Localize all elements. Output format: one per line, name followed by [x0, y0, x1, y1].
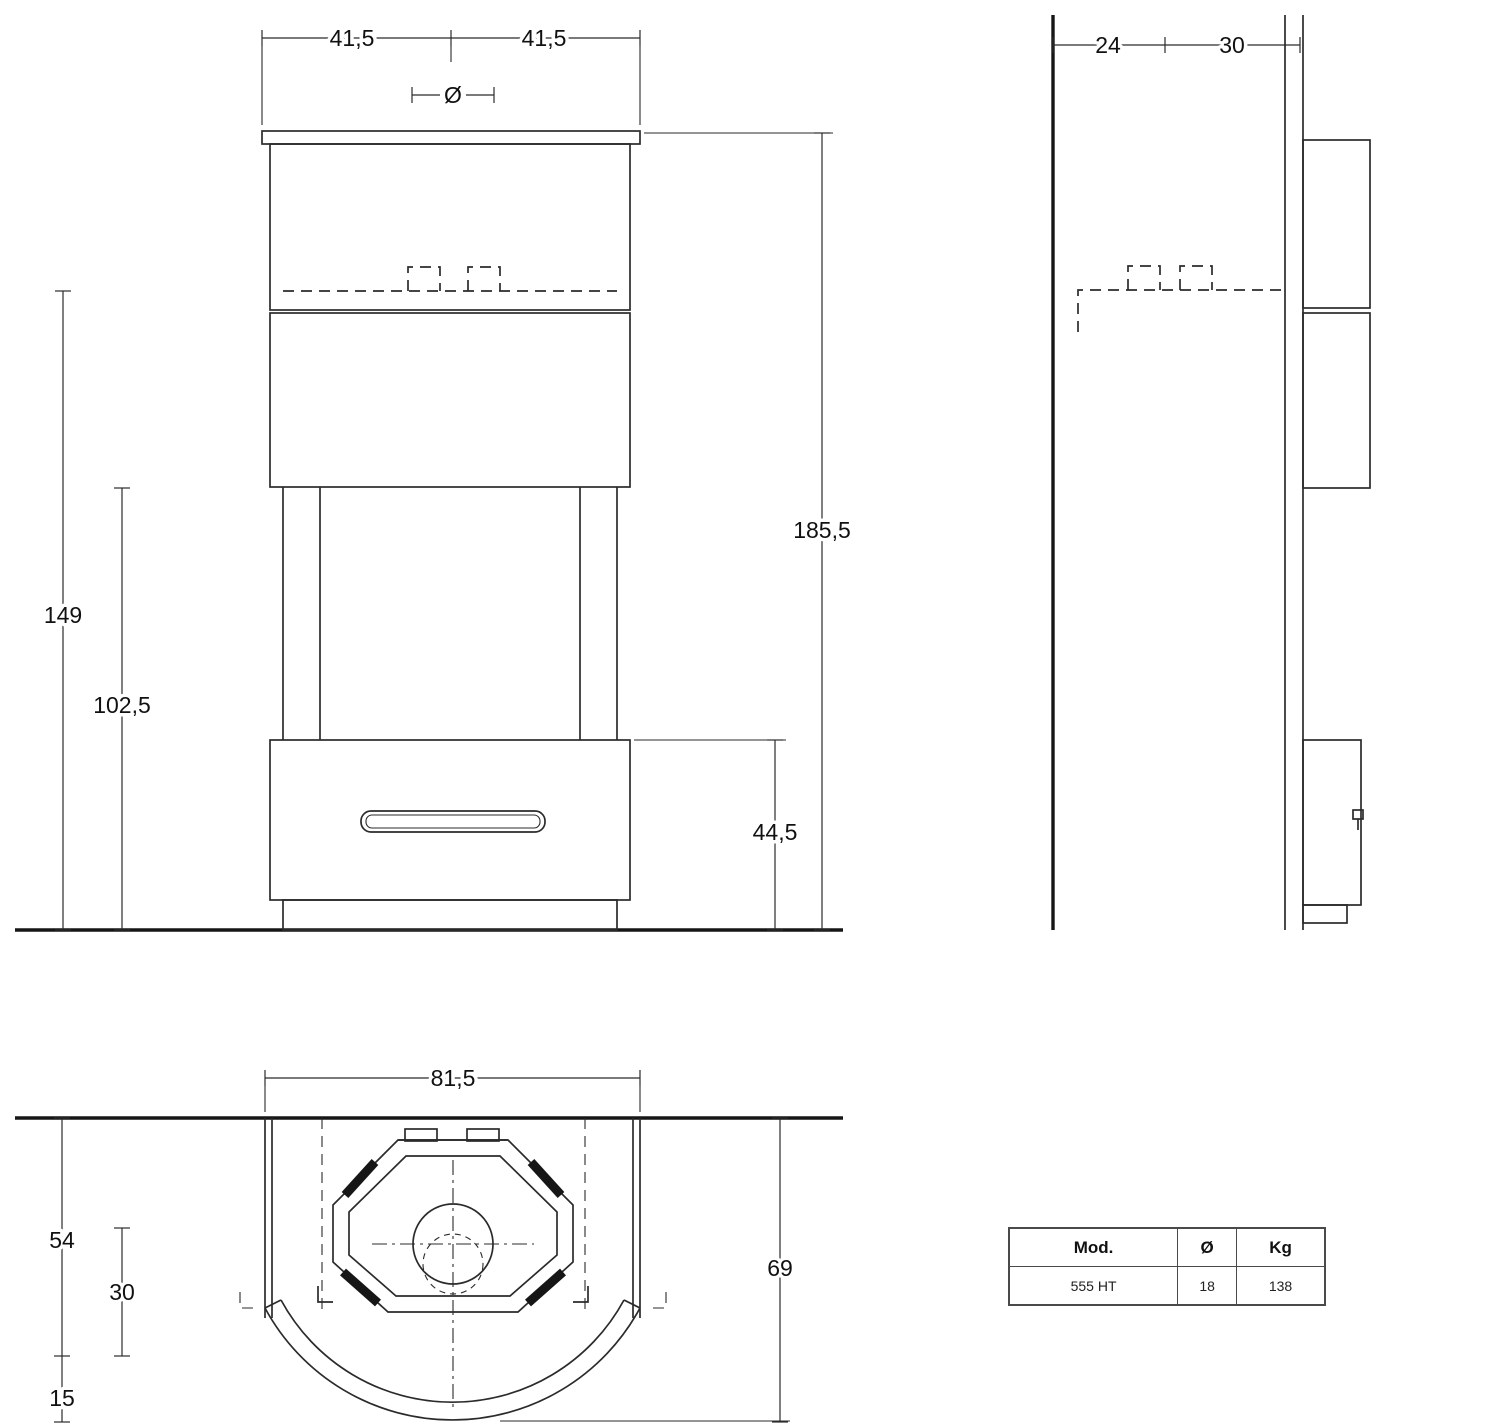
dim-label-width-left: 41,5 — [330, 25, 375, 51]
dim-label-plan-width: 81,5 — [431, 1065, 476, 1091]
spec-value-weight: 138 — [1236, 1266, 1326, 1306]
dim-front-height-102: 102,5 — [90, 487, 154, 931]
dim-plan-front-15: 15 — [46, 1356, 78, 1423]
dim-label-flue-symbol: Ø — [444, 82, 462, 108]
spec-table-row: 555 HT 18 138 — [1008, 1266, 1326, 1306]
curved-door-outer — [264, 1307, 641, 1421]
dim-front-base-height: 44,5 — [634, 739, 801, 931]
firebox-inner-octagon — [348, 1155, 558, 1297]
spec-table: Mod. Ø Kg 555 HT 18 138 — [1008, 1227, 1326, 1306]
spec-value-model: 555 HT — [1008, 1266, 1179, 1306]
dim-label-flue-height: 149 — [44, 602, 82, 628]
dim-label-width-right: 41,5 — [522, 25, 567, 51]
dim-label-total-height: 185,5 — [793, 517, 851, 543]
drawer-handle — [360, 810, 546, 833]
stove-front-outline — [261, 130, 641, 931]
front-view: 41,5 41,5 Ø 149 102,5 185,5 — [15, 22, 854, 932]
firebox-outer-octagon — [332, 1139, 574, 1313]
dim-label-depth-54: 54 — [49, 1227, 75, 1253]
spec-value-diameter: 18 — [1177, 1266, 1238, 1306]
dim-front-height-185: 185,5 — [644, 132, 854, 931]
spec-header-weight: Kg — [1236, 1227, 1326, 1267]
dim-plan-depth-30: 30 — [106, 1227, 138, 1357]
dim-label-body-depth: 30 — [1219, 32, 1245, 58]
dim-label-depth-30: 30 — [109, 1279, 135, 1305]
dim-label-base-height: 44,5 — [753, 819, 798, 845]
dim-plan-depth-69: 69 — [500, 1117, 796, 1423]
dim-label-front-15: 15 — [49, 1385, 75, 1411]
dim-front-top-width: 41,5 41,5 — [261, 22, 641, 125]
spec-header-model: Mod. — [1008, 1227, 1179, 1267]
dim-front-flue-diameter: Ø — [411, 79, 495, 112]
dim-label-depth-69: 69 — [767, 1255, 793, 1281]
dim-plan-depth-54: 54 — [46, 1117, 78, 1357]
side-view: 24 30 — [1051, 15, 1371, 930]
stove-side-outline — [1077, 15, 1371, 930]
dim-side-top-depth: 24 30 — [1052, 29, 1301, 62]
stove-plan-outline — [239, 1118, 667, 1421]
dim-label-shelf-height: 102,5 — [93, 692, 151, 718]
dim-front-height-149: 149 — [40, 290, 86, 931]
plan-view: 81,5 — [15, 1062, 843, 1423]
spec-header-diameter: Ø — [1177, 1227, 1238, 1267]
dim-plan-width: 81,5 — [264, 1062, 641, 1112]
curved-door-inner — [280, 1299, 625, 1403]
spec-table-header-row: Mod. Ø Kg — [1008, 1227, 1326, 1267]
dim-label-wall-distance: 24 — [1095, 32, 1121, 58]
